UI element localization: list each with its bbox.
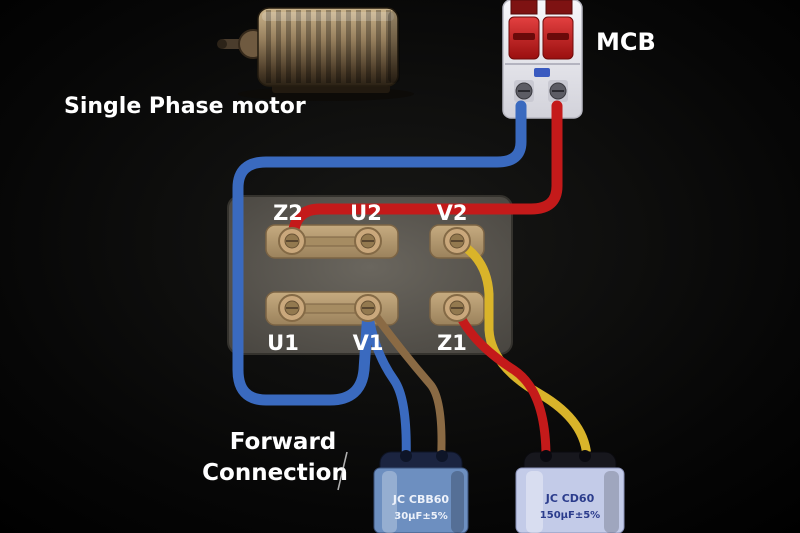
terminal-label-z1: Z1 xyxy=(437,331,467,355)
terminal-screw-v2 xyxy=(443,227,471,255)
run-capacitor-brand: JC CBB60 xyxy=(392,493,449,506)
terminal-label-v1: V1 xyxy=(353,331,384,355)
run-capacitor-rating: 30µF±5% xyxy=(394,511,447,522)
wire-run-blue xyxy=(363,305,411,467)
motor-shaft-end xyxy=(217,39,227,49)
mcb-toggle-left-groove xyxy=(513,33,535,40)
terminal-screw-u2 xyxy=(354,227,382,255)
terminal-screw-v1 xyxy=(354,294,382,322)
terminal-screw-z2 xyxy=(278,227,306,255)
wiring xyxy=(232,100,592,467)
start-capacitor: JC CD60 150µF±5% xyxy=(515,450,625,533)
start-capacitor-nub-right xyxy=(579,450,591,462)
motor-body xyxy=(257,7,399,87)
start-capacitor-sheen xyxy=(526,471,543,533)
forward-label-line2: Connection xyxy=(202,460,348,486)
motor-sheen xyxy=(262,12,394,21)
start-capacitor-brand: JC CD60 xyxy=(545,492,595,505)
motor-endcap xyxy=(388,11,400,83)
start-capacitor-shade xyxy=(604,471,619,533)
terminal-label-v2: V2 xyxy=(437,201,468,225)
run-capacitor: JC CBB60 30µF±5% xyxy=(373,450,469,533)
single-phase-motor xyxy=(217,7,414,101)
terminal-screw-u1 xyxy=(278,294,306,322)
start-capacitor-rating: 150µF±5% xyxy=(540,510,600,521)
mcb-top-terminal-right xyxy=(545,0,573,15)
mcb-top-terminal-left xyxy=(510,0,538,15)
forward-label-line1: Forward xyxy=(230,429,337,455)
start-capacitor-nub-left xyxy=(540,450,552,462)
mcb-breaker xyxy=(502,0,583,119)
start-capacitor-body xyxy=(515,467,625,533)
terminal-screws xyxy=(278,227,471,322)
wire-start-red xyxy=(452,304,551,467)
annotation-stroke xyxy=(337,451,348,491)
run-capacitor-nub-right xyxy=(436,450,448,462)
wire-phase-red xyxy=(286,100,563,247)
terminal-screw-z1 xyxy=(443,294,471,322)
wire-run-brown xyxy=(369,308,446,466)
wire-neutral-blue xyxy=(232,100,527,406)
run-capacitor-nub-left xyxy=(400,450,412,462)
terminal-label-u2: U2 xyxy=(350,201,382,225)
run-capacitor-shade xyxy=(451,471,464,533)
mcb-toggle-right-groove xyxy=(547,33,569,40)
run-capacitor-body xyxy=(373,467,469,533)
terminal-label-u1: U1 xyxy=(267,331,299,355)
single-phase-motor-label: Single Phase motor xyxy=(64,94,306,119)
motor-fins xyxy=(266,10,391,83)
mcb-label: MCB xyxy=(596,28,656,56)
mcb-label-sticker xyxy=(534,68,550,77)
run-capacitor-sheen xyxy=(382,471,397,533)
terminal-label-z2: Z2 xyxy=(273,201,303,225)
